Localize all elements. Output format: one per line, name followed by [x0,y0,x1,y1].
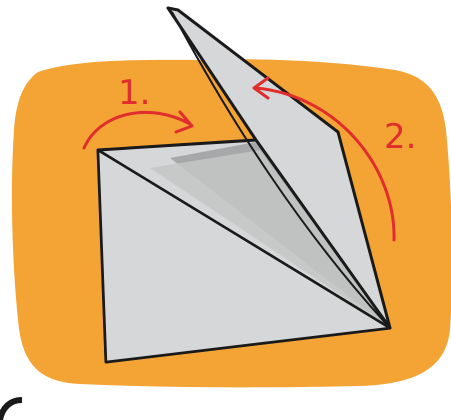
step-2-label: 2. [384,117,416,157]
corner-mark [0,400,22,420]
step-1-label: 1. [118,73,150,113]
